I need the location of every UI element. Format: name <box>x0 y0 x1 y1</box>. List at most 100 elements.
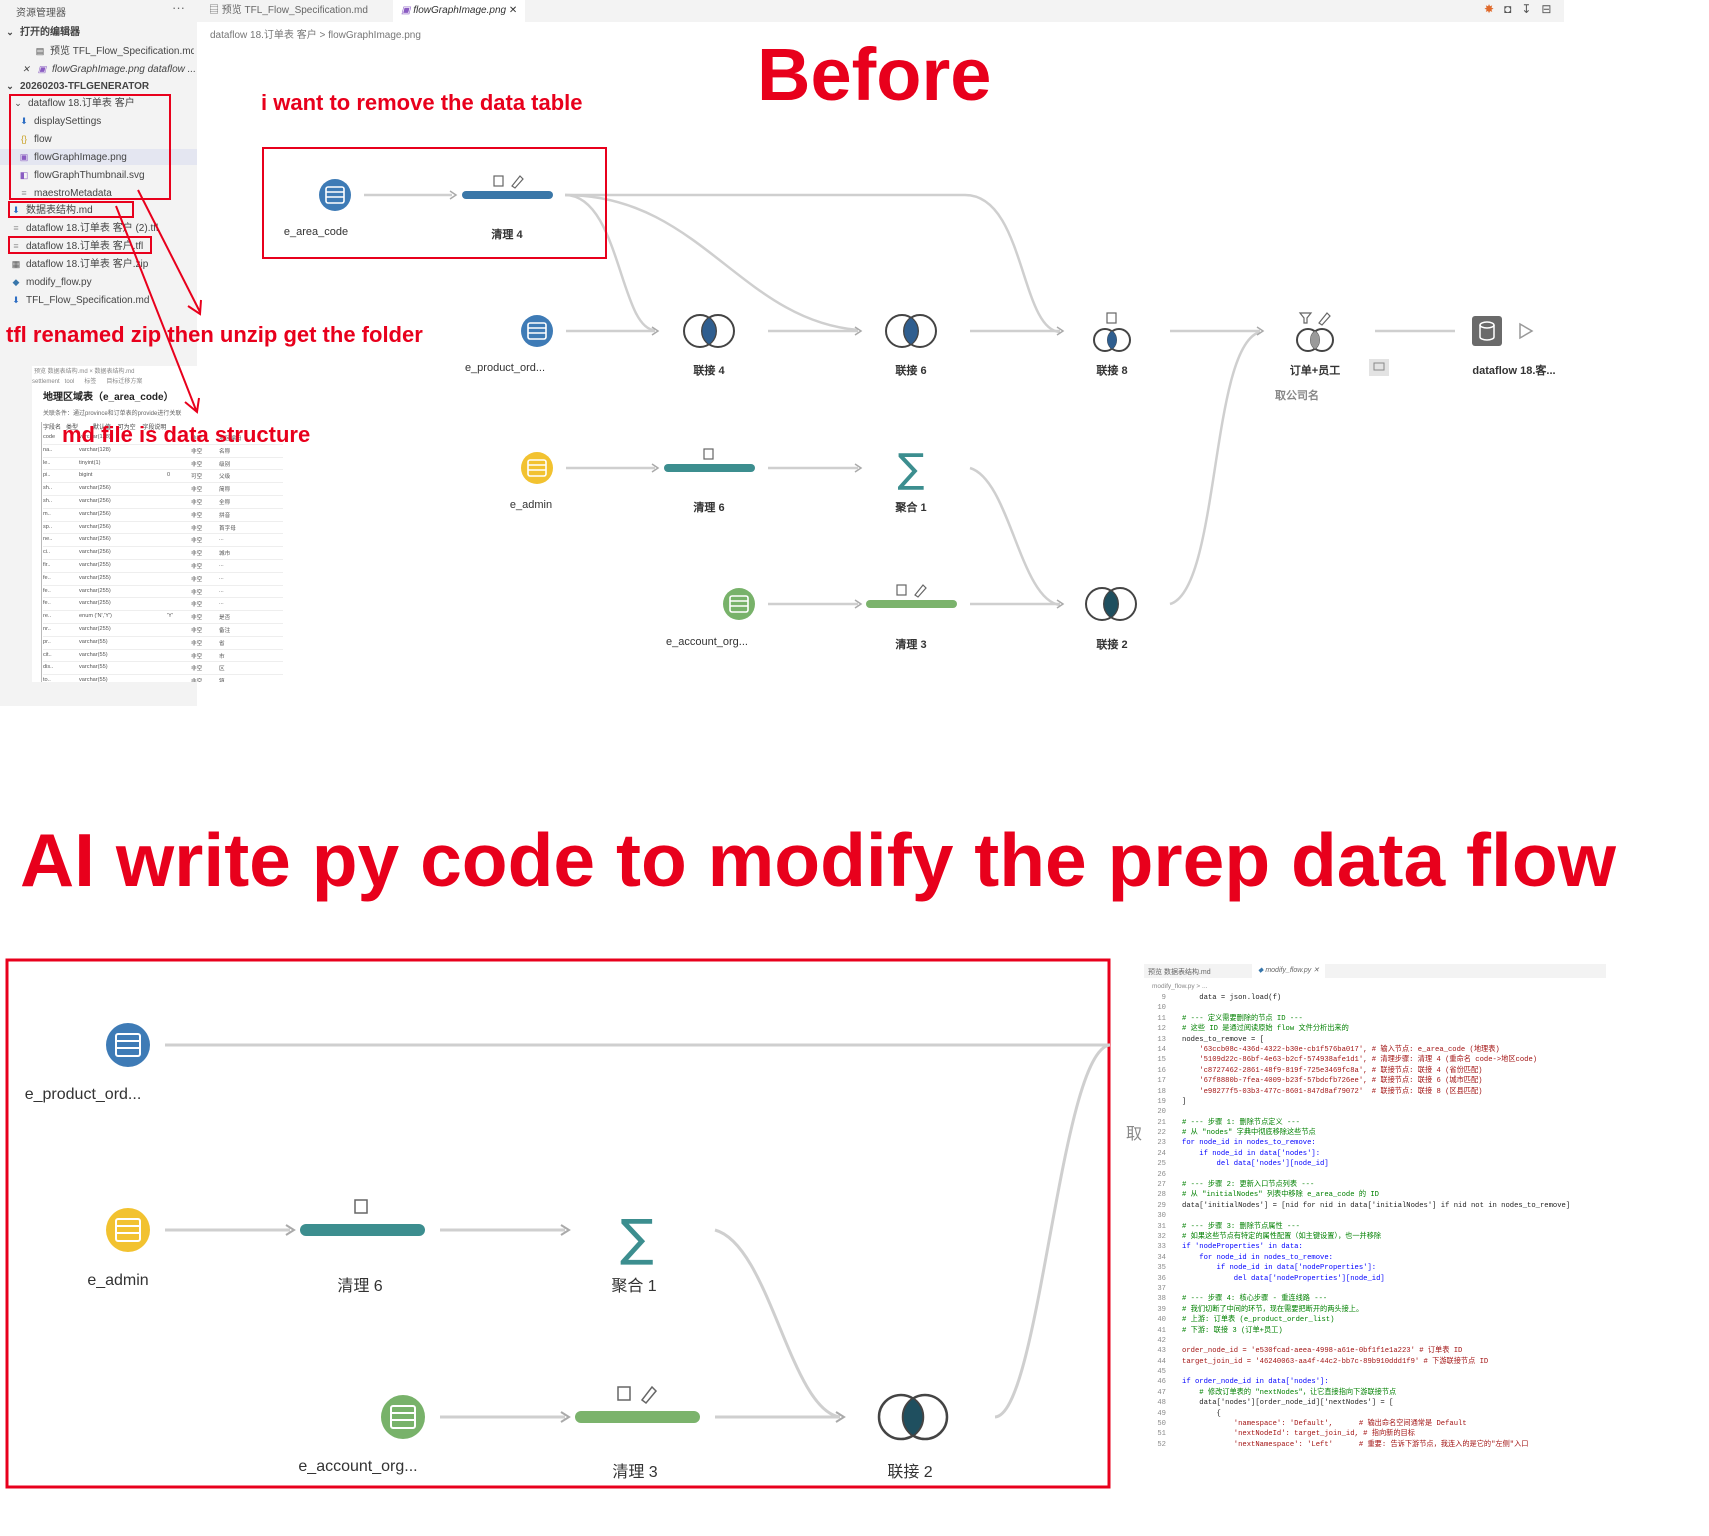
label-e-product-ord-after: e_product_ord... <box>24 1086 142 1103</box>
breadcrumb[interactable]: dataflow 18.订单表 客户 > flowGraphImage.png <box>210 30 421 41</box>
close-tab-icon[interactable]: ✕ <box>508 5 518 16</box>
tab-flowgraphimage[interactable]: ▣ flowGraphImage.png ✕ <box>393 0 526 22</box>
minidoc-cell: varchar(128) <box>79 434 111 440</box>
layout-icon[interactable]: ◘ <box>1504 2 1522 16</box>
run-icon[interactable] <box>1519 322 1534 340</box>
file-tfl-spec-md[interactable]: ⬇TFL_Flow_Specification.md <box>10 292 149 308</box>
clean-step-4[interactable] <box>462 191 553 199</box>
tab-tfl-spec-preview[interactable]: ▤ 预览 TFL_Flow_Specification.md <box>209 5 368 16</box>
file-zip[interactable]: ▦dataflow 18.订单表 客户.zip <box>10 256 149 272</box>
sigma-icon[interactable]: ∑ <box>620 1209 654 1267</box>
arrow-icon <box>285 1224 296 1236</box>
join-node-2[interactable] <box>1085 587 1137 621</box>
clean-step-3[interactable] <box>866 600 957 608</box>
file-modify-flow-py[interactable]: ◆modify_flow.py <box>10 274 92 290</box>
file-displaysettings[interactable]: ⬇displaySettings <box>18 113 101 129</box>
input-node-e-account-org[interactable] <box>723 588 755 620</box>
minidoc-table-row: sp..varchar(256)非空首字母 <box>43 522 283 535</box>
minidoc-cell: 非空 <box>191 563 203 570</box>
code-text: # 从 "initialNodes" 列表中移除 e_area_code 的 I… <box>1182 1191 1379 1200</box>
minidoc-cell: enum ('N','Y') <box>79 613 112 620</box>
join-node-4[interactable] <box>683 314 735 348</box>
image-file-icon: ▣ <box>401 5 414 16</box>
pin-icon[interactable]: ↧ <box>1521 2 1542 16</box>
minidoc-cell: 非空 <box>191 461 203 468</box>
line-number: 51 <box>1157 1430 1166 1439</box>
minidoc-cell: 非空 <box>191 576 203 583</box>
file-flow[interactable]: {}flow <box>18 131 52 147</box>
line-number: 9 <box>1161 994 1166 1002</box>
minidoc-cell: ... <box>219 600 224 607</box>
label-e-account-org-after: e_account_org... <box>298 1458 418 1475</box>
open-editor-item-active[interactable]: ✕▣flowGraphImage.png dataflow ... <box>20 61 196 77</box>
file-maestrometadata[interactable]: ≡maestroMetadata <box>18 185 111 201</box>
arrow-icon <box>560 1411 571 1423</box>
join-node-6[interactable] <box>885 314 937 348</box>
minidoc-header-cells: settlement tool 标签 目标迁移方案 <box>32 379 143 385</box>
sparkle-icon[interactable]: ✸ <box>1484 2 1505 16</box>
join-node-order-staff[interactable] <box>1296 312 1334 352</box>
download-file-icon: ⬇ <box>20 116 28 126</box>
file-tfl-copy[interactable]: ≡dataflow 18.订单表 客户 (2).tfl <box>10 220 158 236</box>
minidoc-cell: varchar(55) <box>79 651 108 658</box>
input-node-e-account-org-after[interactable] <box>381 1395 425 1439</box>
minidoc-cell: 非空 <box>191 538 203 545</box>
tab-md-preview[interactable]: 预览 数据表结构.md <box>1148 969 1211 976</box>
join-node-2-after[interactable] <box>877 1393 949 1441</box>
input-node-e-admin[interactable] <box>521 452 553 484</box>
split-editor-icon[interactable]: ⊟ <box>1541 2 1562 16</box>
line-number: 16 <box>1157 1066 1166 1075</box>
editor-tab-bar: ▤ 预览 TFL_Flow_Specification.md ▣ flowGra… <box>197 0 1564 22</box>
clean-step-3-after[interactable] <box>575 1411 700 1423</box>
minidoc-table-row: fir..varchar(255)非空... <box>43 560 283 573</box>
folder-dataflow[interactable]: ⌄dataflow 18.订单表 客户 <box>12 95 135 111</box>
input-node-e-product-ord-after[interactable] <box>106 1023 150 1067</box>
input-node-e-area-code[interactable] <box>319 179 351 211</box>
clean-step-6-after[interactable] <box>300 1224 425 1236</box>
code-text: order_node_id = 'e530fcad-aeea-4998-a61e… <box>1182 1347 1463 1356</box>
comment-icon[interactable] <box>1369 359 1389 376</box>
open-editor-item[interactable]: ▤预览 TFL_Flow_Specification.md <box>34 43 194 59</box>
close-icon[interactable]: ✕ <box>22 64 30 74</box>
minidoc-cell: fe.. <box>43 600 51 607</box>
code-line: 22# 从 "nodes" 字典中彻底移除这些节点 <box>1144 1128 1606 1138</box>
line-number: 23 <box>1157 1139 1166 1148</box>
filter-icon <box>703 448 714 460</box>
workspace-header[interactable]: ⌄20260203-TFLGENERATOR <box>4 78 149 94</box>
line-number: 38 <box>1157 1295 1166 1304</box>
input-node-e-admin-after[interactable] <box>106 1208 150 1252</box>
join-node-8[interactable] <box>1093 312 1131 352</box>
minidoc-cell: 全称 <box>219 499 231 506</box>
line-number: 47 <box>1157 1388 1166 1397</box>
output-node[interactable] <box>1472 316 1502 346</box>
file-tfl[interactable]: ≡dataflow 18.订单表 客户.tfl <box>10 238 143 254</box>
tab-modify-flow-py[interactable]: ◆ modify_flow.py ✕ <box>1252 964 1326 978</box>
code-line: 37 <box>1144 1284 1606 1294</box>
code-line: 51 'nextNodeId': target_join_id, # 指向新的目… <box>1144 1429 1606 1439</box>
line-number: 52 <box>1157 1440 1166 1449</box>
open-editors-header[interactable]: ⌄打开的编辑器 <box>4 24 80 40</box>
code-line: 9 data = json.load(f) <box>1144 993 1606 1003</box>
code-line: 31# --- 步骤 3: 删除节点属性 --- <box>1144 1222 1606 1232</box>
highlight-box-tfl <box>8 236 152 254</box>
input-node-e-product-ord[interactable] <box>521 315 553 347</box>
explorer-title: 资源管理器 <box>16 8 66 19</box>
chevron-down-icon: ⌄ <box>6 27 14 37</box>
code-text: del data['nodes'][node_id] <box>1182 1160 1329 1169</box>
file-flowgraphthumbnail[interactable]: ◧flowGraphThumbnail.svg <box>18 167 145 183</box>
file-data-structure-md[interactable]: ⬇数据表结构.md <box>10 202 92 218</box>
file-flowgraphimage[interactable]: ▣flowGraphImage.png <box>0 149 197 165</box>
line-number: 18 <box>1157 1087 1166 1096</box>
code-text: # --- 步骤 3: 删除节点属性 --- <box>1182 1222 1300 1231</box>
clean-step-6[interactable] <box>664 464 755 472</box>
file-icon: ≡ <box>21 188 27 198</box>
data-structure-preview: 预览 数据表结构.md × 数据表结构.md settlement tool 标… <box>32 366 294 682</box>
code-text: # 我们切断了中间的环节，现在需要把断开的两头接上。 <box>1182 1305 1364 1314</box>
sigma-icon[interactable]: ∑ <box>898 446 925 492</box>
code-text: nodes_to_remove = [ <box>1182 1035 1264 1044</box>
minidoc-table-row: m..varchar(256)非空拼音 <box>43 509 283 522</box>
more-actions-icon[interactable]: ··· <box>172 0 185 15</box>
code-breadcrumb[interactable]: modify_flow.py > ... <box>1152 983 1208 990</box>
label-join8: 联接 8 <box>1096 365 1128 377</box>
